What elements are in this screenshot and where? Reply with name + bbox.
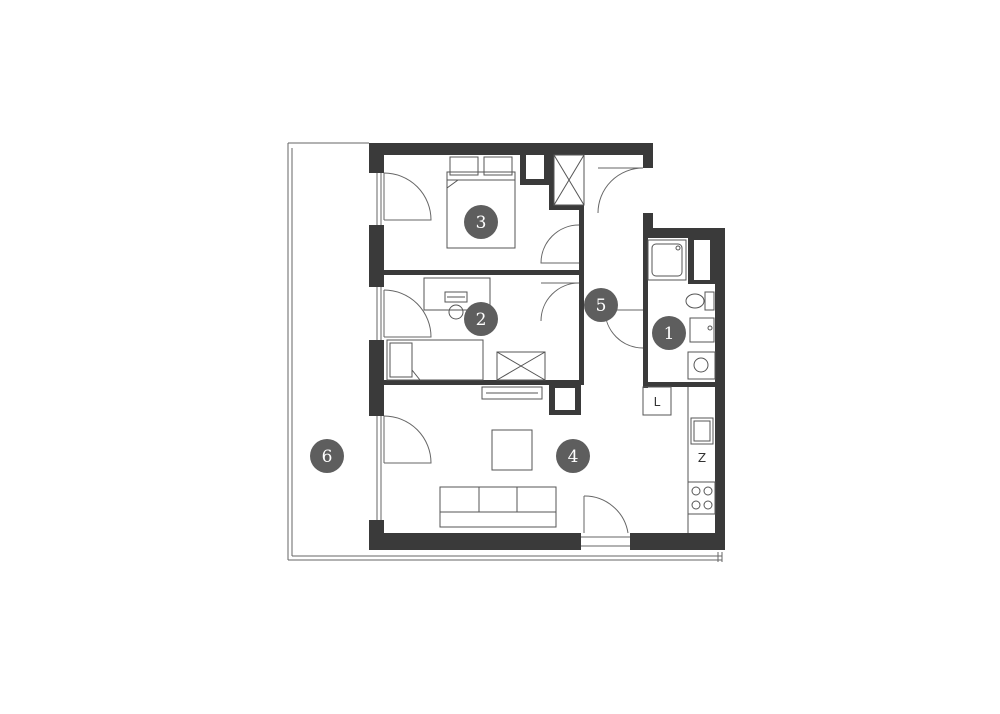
room-badge-1: 1 (652, 316, 686, 350)
sofa (439, 486, 557, 528)
bathroom-fixtures (647, 239, 716, 380)
room-badge-6: 6 (310, 439, 344, 473)
room-number-4: 4 (568, 447, 579, 467)
tv-unit (481, 386, 543, 400)
room-number-5: 5 (596, 296, 607, 316)
room-number-1: 1 (664, 324, 675, 344)
room-badge-3: 3 (464, 205, 498, 239)
fridge-label: L (654, 395, 661, 409)
double-bed (446, 156, 516, 249)
freezer-label: Z (698, 451, 706, 465)
desk (423, 277, 491, 320)
interior-walls (384, 155, 715, 415)
windows (376, 173, 630, 547)
doors (383, 167, 644, 534)
room-number-6: 6 (322, 447, 333, 467)
exterior-walls (369, 143, 725, 550)
room-number-3: 3 (476, 213, 487, 233)
wardrobe (553, 154, 585, 206)
single-bed (386, 339, 484, 381)
room-badge-5: 5 (584, 288, 618, 322)
room-number-2: 2 (476, 310, 487, 330)
room-badge-2: 2 (464, 302, 498, 336)
closet-room-2 (496, 351, 546, 381)
room-badge-4: 4 (556, 439, 590, 473)
balcony (287, 142, 723, 562)
kitchen-counter (642, 386, 716, 533)
table (491, 429, 533, 471)
